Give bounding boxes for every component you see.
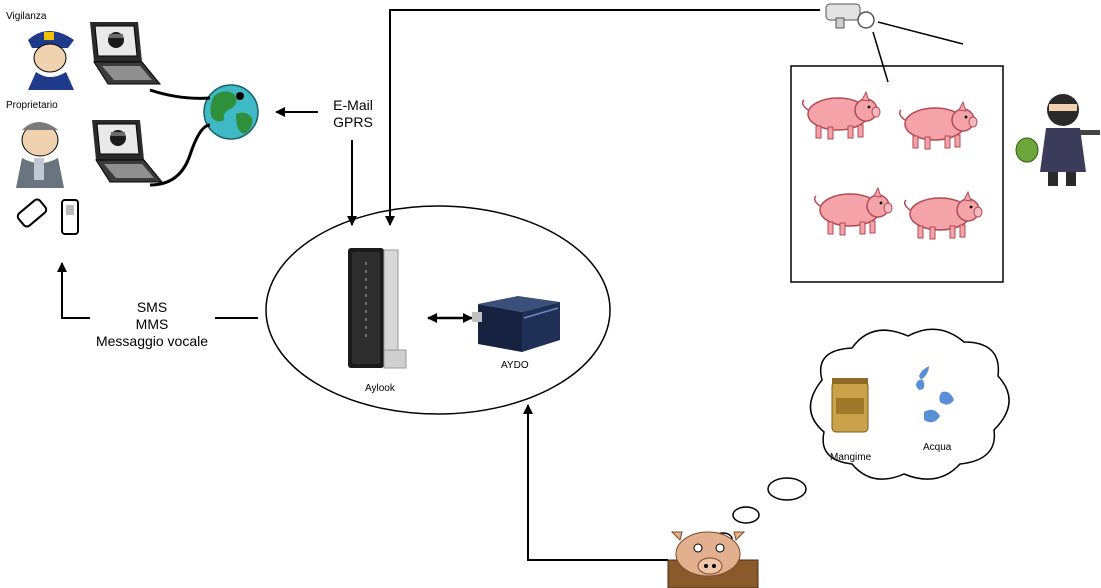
- label-mms: MMS: [135, 316, 169, 332]
- pig-icon: [813, 187, 893, 236]
- label-messaggio-vocale: Messaggio vocale: [95, 333, 209, 349]
- aydo-device-icon: [472, 296, 560, 352]
- guard-laptop-icon: [89, 21, 161, 85]
- thought-bubble-medium: [732, 506, 760, 524]
- internet-globe-icon: [203, 84, 259, 140]
- label-gprs: GPRS: [333, 114, 373, 130]
- label-acqua: Acqua: [923, 442, 952, 453]
- pig-to-aylook-line: [523, 404, 668, 561]
- aylook-server-icon: [348, 248, 407, 369]
- thief-icon: [1015, 94, 1100, 186]
- pig-icon: [898, 101, 978, 150]
- label-aydo: AYDO: [501, 360, 529, 371]
- thought-cloud: [809, 328, 1010, 480]
- guard-person-icon: [28, 31, 74, 90]
- label-vigilanza: Vigilanza: [6, 11, 47, 22]
- label-sms: SMS: [136, 299, 168, 315]
- hungry-pig-icon: [667, 531, 759, 588]
- label-email: E-Mail: [333, 97, 373, 113]
- feed-bag-icon: [831, 378, 869, 433]
- owner-person-icon: [16, 122, 64, 188]
- aylook-system-ellipse: [265, 205, 611, 415]
- phones-icon: [16, 198, 79, 235]
- label-email-gprs: E-Mail GPRS: [322, 97, 384, 131]
- connectors: [57, 9, 964, 561]
- water-drops-icon: [916, 366, 954, 423]
- thought-bubble-large: [767, 477, 807, 501]
- camera-icon: [825, 3, 875, 29]
- cable-bottom: [149, 123, 211, 187]
- pig-pen: [790, 65, 1004, 283]
- label-mangime: Mangime: [830, 452, 872, 463]
- pig-icon: [903, 191, 983, 240]
- pig-icon: [801, 91, 881, 140]
- label-sms-group: SMS MMS Messaggio vocale: [82, 299, 222, 350]
- sms-arrow-to-phones: [57, 262, 90, 319]
- label-proprietario: Proprietario: [6, 100, 58, 111]
- camera-line-to-pen: [872, 31, 889, 83]
- camera-to-aylook-line: [385, 9, 820, 226]
- owner-laptop-icon: [91, 119, 163, 183]
- camera-line-right: [877, 21, 964, 45]
- label-aylook: Aylook: [365, 383, 395, 394]
- cable-top: [149, 88, 211, 100]
